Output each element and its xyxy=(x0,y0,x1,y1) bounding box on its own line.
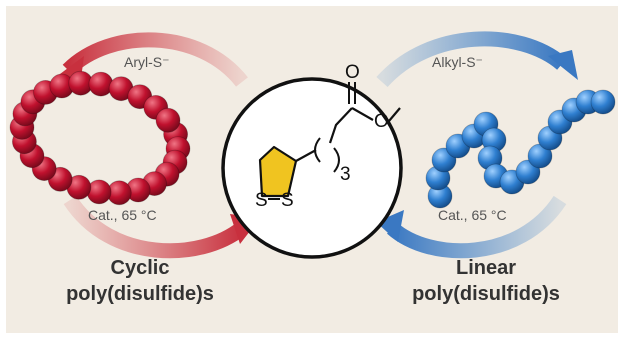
red-top-arrow xyxy=(62,32,248,87)
linear-title-line1: Linear xyxy=(456,257,516,279)
blue-bottom-arrowhead xyxy=(376,210,404,242)
dithiolane-ring xyxy=(258,145,298,198)
sulfur-2-label: S xyxy=(281,190,294,211)
blue-top-arrow xyxy=(376,31,567,88)
carbonyl-oxygen-label: O xyxy=(345,62,360,83)
chain-bond-1 xyxy=(295,149,317,162)
blue-top-arrowhead xyxy=(548,50,578,80)
aryl-thiolate-label: Aryl-S⁻ xyxy=(124,54,170,70)
repeat-bracket-close xyxy=(333,147,340,173)
cyclic-title-line1: Cyclic xyxy=(111,257,170,279)
repeat-subscript: 3 xyxy=(340,164,351,185)
monomer-circle xyxy=(221,77,403,259)
left-catalyst-label: Cat., 65 °C xyxy=(88,207,157,223)
linear-title-line2: poly(disulfide)s xyxy=(412,283,560,305)
cyclic-polymer-beads xyxy=(9,70,191,206)
ester-bond-a xyxy=(351,107,374,121)
sulfur-1-label: S xyxy=(255,190,268,211)
blue-bottom-arrow xyxy=(387,195,567,259)
cyclic-title-line2: poly(disulfide)s xyxy=(66,283,214,305)
repeat-bracket-open xyxy=(314,137,321,163)
red-bead xyxy=(155,107,181,133)
red-bottom-arrow xyxy=(63,195,247,259)
blue-bead xyxy=(590,89,616,115)
right-catalyst-label: Cat., 65 °C xyxy=(438,207,507,223)
methyl-bond xyxy=(388,107,401,122)
linear-polymer-beads xyxy=(425,89,616,209)
chain-bond-2 xyxy=(328,107,353,144)
alkyl-thiolate-label: Alkyl-S⁻ xyxy=(432,54,483,70)
ester-oxygen-label: O xyxy=(374,111,389,132)
